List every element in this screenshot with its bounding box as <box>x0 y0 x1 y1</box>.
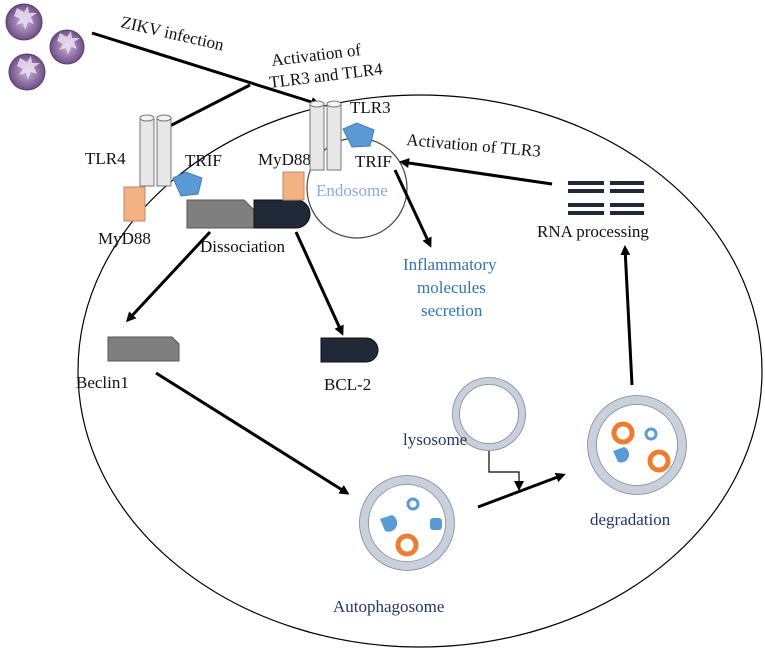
virus-icon <box>5 3 43 41</box>
vesicle-ring-small <box>406 497 420 511</box>
virus-icon <box>8 53 46 91</box>
trif-right-shape <box>342 122 375 148</box>
orange-ring <box>611 421 635 445</box>
tlr4-label: TLR4 <box>85 149 126 168</box>
beclin1-shape <box>107 336 180 362</box>
lysosome-inner-outline <box>459 384 519 444</box>
orange-ring <box>647 449 671 473</box>
autophagosome-label: Autophagosome <box>333 597 444 616</box>
tlr4-receptor <box>139 114 172 187</box>
lysosome-ring <box>452 377 526 451</box>
rna-processing-label: RNA processing <box>537 222 649 241</box>
myd88-right-shape <box>282 171 305 201</box>
beclin1-bcl2-complex-beclin <box>186 199 255 229</box>
bcl2-shape <box>320 337 379 363</box>
myd88-left-label: MyD88 <box>98 229 151 248</box>
activation-to-tlr4-arrow <box>159 83 251 132</box>
autophagosome-to-degradation-arrow <box>477 472 566 509</box>
inflammatory-line2: molecules <box>417 278 486 297</box>
inflammatory-arrow <box>393 169 432 248</box>
autophagosome <box>359 475 455 571</box>
zikv-infection-arrow <box>91 31 321 107</box>
myd88-right-label: MyD88 <box>258 150 311 169</box>
beclin1-label: Beclin1 <box>76 373 129 392</box>
inflammatory-line3: secretion <box>421 301 483 320</box>
cell-membrane <box>77 94 763 648</box>
trif-left-shape <box>172 171 203 197</box>
endosome-label: Endosome <box>316 181 388 200</box>
rna-icon <box>568 181 644 215</box>
activation-tlr3-label: Activation of TLR3 <box>406 130 542 161</box>
activation-tlr3-arrow <box>399 158 553 186</box>
orange-ring <box>395 533 419 557</box>
vesicle-ring-small <box>644 427 658 441</box>
trif-right-label: TRIF <box>355 152 392 171</box>
trif-left-label: TRIF <box>185 151 222 170</box>
bcl2-label: BCL-2 <box>324 375 371 394</box>
beclin1-bcl2-complex-bcl2 <box>253 199 311 229</box>
lysosome-label: lysosome <box>403 430 467 449</box>
cargo-cylinder <box>430 518 442 530</box>
myd88-left-shape <box>123 186 146 222</box>
zika-virus-particles <box>5 3 85 91</box>
cargo-drop <box>380 515 398 532</box>
tlr3-label: TLR3 <box>350 98 391 117</box>
degradation-to-rna-arrow <box>620 245 634 386</box>
dissociation-label: Dissociation <box>200 237 285 256</box>
lysosome-outline <box>452 377 526 451</box>
degradation-vesicle <box>587 395 687 495</box>
cargo-drop <box>613 447 630 463</box>
dissociation-to-beclin1-arrow <box>125 230 212 323</box>
dissociation-to-bcl2-arrow <box>294 231 344 336</box>
lysosome-fusion-connector <box>488 451 524 491</box>
zikv-infection-label: ZIKV infection <box>119 12 226 54</box>
virus-icon <box>49 29 85 65</box>
degradation-label: degradation <box>590 510 671 529</box>
tlr3-receptor <box>309 100 342 171</box>
beclin1-to-autophagosome-arrow <box>155 371 350 495</box>
inflammatory-line1: Inflammatory <box>403 255 497 274</box>
